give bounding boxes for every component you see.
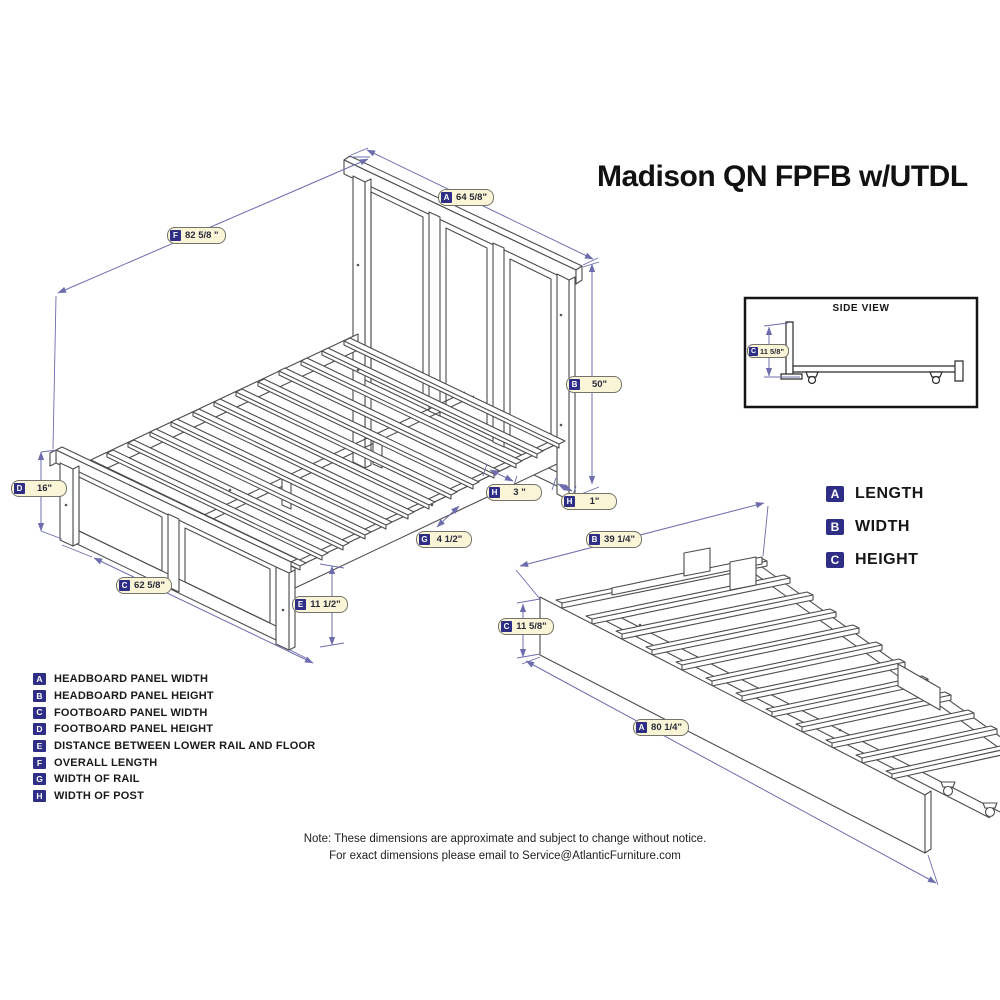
disclaimer-note: Note: These dimensions are approximate a…	[240, 831, 770, 865]
legend-letter-badge: A	[826, 485, 844, 502]
legend-item-label: HEADBOARD PANEL HEIGHT	[54, 690, 214, 703]
legend-letter-badge: A	[33, 673, 46, 686]
legend-item: D FOOTBOARD PANEL HEIGHT	[33, 721, 315, 738]
dim-value: 1"	[589, 496, 600, 507]
legend-item: G WIDTH OF RAIL	[33, 771, 315, 788]
dim-value: 39 1/4"	[604, 534, 635, 545]
legend-item-label: HEIGHT	[855, 550, 919, 568]
legend-item: E DISTANCE BETWEEN LOWER RAIL AND FLOOR	[33, 738, 315, 755]
dim-letter-badge: C	[119, 580, 130, 591]
note-line-2: For exact dimensions please email to Ser…	[329, 850, 681, 862]
dim-letter-badge: E	[295, 599, 306, 610]
dim-chip-trundle-length: A 80 1/4"	[633, 719, 689, 736]
dim-value: 16"	[36, 483, 53, 494]
dimension-key-legend: A HEADBOARD PANEL WIDTH B HEADBOARD PANE…	[33, 671, 315, 805]
legend-letter-badge: G	[33, 773, 46, 786]
dim-value: 64 5/8"	[456, 192, 487, 203]
dim-letter-badge: H	[564, 496, 575, 507]
dim-chip-post-width-3: H 3 "	[486, 484, 542, 501]
trundle-drawing	[539, 547, 1000, 854]
legend-letter-badge: B	[33, 690, 46, 703]
abc-legend-row: B WIDTH	[826, 510, 924, 543]
dim-chip-footboard-panel-height: D 16"	[11, 480, 67, 497]
dim-chip-lower-rail-floor: E 11 1/2"	[292, 596, 348, 613]
legend-item-label: WIDTH OF RAIL	[54, 773, 140, 786]
dim-chip-rail-width: G 4 1/2"	[416, 531, 472, 548]
dim-letter-badge: F	[170, 230, 181, 241]
legend-item-label: DISTANCE BETWEEN LOWER RAIL AND FLOOR	[54, 740, 316, 753]
legend-item: C FOOTBOARD PANEL WIDTH	[33, 704, 315, 721]
side-view-title: SIDE VIEW	[832, 303, 890, 314]
legend-letter-badge: B	[826, 518, 844, 535]
abc-legend-row: C HEIGHT	[826, 543, 924, 576]
dim-value: 82 5/8 "	[185, 230, 219, 241]
dim-letter-badge: B	[569, 379, 580, 390]
legend-letter-badge: H	[33, 790, 46, 803]
dim-value: 11 5/8"	[760, 346, 784, 356]
legend-item: A HEADBOARD PANEL WIDTH	[33, 671, 315, 688]
legend-letter-badge: F	[33, 756, 46, 769]
dim-value: 3 "	[513, 487, 526, 498]
legend-letter-badge: E	[33, 740, 46, 753]
dim-value: 50"	[591, 379, 608, 390]
legend-item-label: FOOTBOARD PANEL HEIGHT	[54, 723, 214, 736]
legend-item-label: WIDTH	[855, 517, 910, 535]
dim-chip-trundle-width: B 39 1/4"	[586, 531, 642, 548]
dim-letter-badge: C	[501, 621, 512, 632]
legend-item: H WIDTH OF POST	[33, 788, 315, 805]
dim-letter-badge: A	[636, 722, 647, 733]
note-line-1: Note: These dimensions are approximate a…	[303, 833, 707, 845]
dim-letter-badge: C	[749, 346, 758, 356]
dim-letter-badge: B	[589, 534, 600, 545]
dim-chip-footboard-panel-width: C 62 5/8"	[116, 577, 172, 594]
dim-value: 80 1/4"	[651, 722, 682, 733]
dim-letter-badge: H	[489, 487, 500, 498]
legend-item: F OVERALL LENGTH	[33, 754, 315, 771]
abc-legend-row: A LENGTH	[826, 477, 924, 510]
dim-chip-overall-length: F 82 5/8 "	[167, 227, 226, 244]
main-bed-drawing	[49, 155, 583, 651]
dim-chip-headboard-panel-width: A 64 5/8"	[438, 189, 494, 206]
dim-chip-post-width-1: H 1"	[561, 493, 617, 510]
page-title: Madison QN FPFB w/UTDL	[597, 160, 968, 193]
legend-letter-badge: C	[33, 706, 46, 719]
legend-item: B HEADBOARD PANEL HEIGHT	[33, 688, 315, 705]
dim-value: 4 1/2"	[436, 534, 463, 545]
legend-item-label: FOOTBOARD PANEL WIDTH	[54, 706, 208, 719]
dim-value: 11 5/8"	[516, 621, 547, 632]
legend-item-label: HEADBOARD PANEL WIDTH	[54, 673, 209, 686]
legend-item-label: LENGTH	[855, 484, 924, 502]
legend-letter-badge: D	[33, 723, 46, 736]
dim-value: 11 1/2"	[310, 599, 341, 610]
dim-value: 62 5/8"	[134, 580, 165, 591]
dim-chip-headboard-panel-height: B 50"	[566, 376, 622, 393]
legend-item-label: WIDTH OF POST	[54, 790, 144, 803]
dim-chip-sideview-height: C 11 5/8"	[747, 344, 789, 358]
legend-item-label: OVERALL LENGTH	[54, 756, 158, 769]
dim-letter-badge: D	[14, 483, 25, 494]
dim-letter-badge: G	[419, 534, 430, 545]
dim-chip-trundle-height: C 11 5/8"	[498, 618, 554, 635]
legend-letter-badge: C	[826, 551, 844, 568]
abc-legend: A LENGTH B WIDTH C HEIGHT	[826, 477, 924, 576]
dim-letter-badge: A	[441, 192, 452, 203]
